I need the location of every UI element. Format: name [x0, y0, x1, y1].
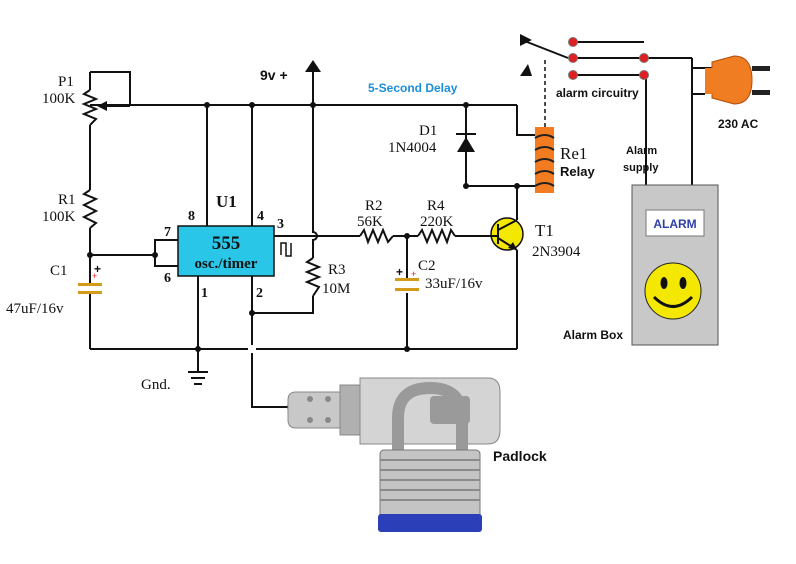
label-relay: Relay: [560, 164, 595, 179]
label-r3: R3: [328, 262, 346, 278]
label-r1: R1: [58, 192, 76, 208]
label-gnd: Gnd.: [141, 377, 171, 393]
relay-switch: [520, 34, 649, 80]
relay-coil: [534, 127, 555, 193]
ground-icon: [188, 371, 208, 385]
label-re1: Re1: [560, 144, 587, 163]
label-alarm-circuitry: alarm circuitry: [556, 86, 639, 100]
label-r4-value: 220K: [420, 214, 454, 230]
label-c1: C1: [50, 263, 68, 279]
chip-label-osc: osc./timer: [195, 256, 258, 272]
plug-icon: [705, 55, 770, 105]
label-p1: P1: [58, 74, 74, 90]
label-r2-value: 56K: [357, 214, 383, 230]
chip-label-555: 555: [212, 233, 241, 254]
potentiometer-p1: [81, 89, 130, 126]
label-padlock: Padlock: [493, 448, 547, 464]
label-t1-value: 2N3904: [532, 244, 581, 260]
label-supply: 9v +: [260, 67, 288, 83]
svg-text:+: +: [92, 271, 97, 281]
labels: P1 100K R1 100K C1 47uF/16v + U1 8 4 3 7…: [6, 67, 759, 464]
label-r2: R2: [365, 198, 383, 214]
label-c2-value: 33uF/16v: [425, 276, 483, 292]
pin-6: 6: [164, 271, 171, 286]
c1-plus: +: [94, 262, 101, 276]
transistor-t1: [490, 217, 524, 251]
smiley-icon: [644, 262, 702, 320]
label-c1-value: 47uF/16v: [6, 301, 64, 317]
pin-4: 4: [257, 209, 264, 224]
chip-555: 555 osc./timer: [177, 225, 292, 277]
label-alarm-supply-2: supply: [623, 162, 659, 174]
label-d1-value: 1N4004: [388, 140, 437, 156]
resistor-r4: [417, 227, 456, 245]
resistor-r2: [359, 227, 394, 245]
label-r1-value: 100K: [42, 209, 76, 225]
c2-plus: +: [396, 265, 403, 279]
alarm-box: ALARM: [631, 184, 719, 346]
pin-2: 2: [256, 286, 263, 301]
svg-text:+: +: [411, 269, 416, 279]
pin-8: 8: [188, 209, 195, 224]
diode-d1: [456, 130, 476, 152]
label-alarm-box: Alarm Box: [563, 328, 623, 342]
resistor-r1: [81, 189, 99, 229]
padlock-icon: [287, 377, 501, 532]
label-c2: C2: [418, 258, 436, 274]
supply-arrow: [305, 60, 321, 72]
label-p1-value: 100K: [42, 91, 76, 107]
pin-7: 7: [164, 225, 171, 240]
label-ac: 230 AC: [718, 117, 759, 131]
wires: [89, 41, 712, 408]
pin-3: 3: [277, 217, 284, 232]
label-r4: R4: [427, 198, 445, 214]
label-d1: D1: [419, 123, 437, 139]
junction-dots: [87, 102, 520, 352]
label-alarm-supply-1: Alarm: [626, 145, 657, 157]
alarm-badge-label: ALARM: [653, 217, 696, 231]
capacitor-c1: +: [78, 271, 102, 300]
label-delay: 5-Second Delay: [368, 81, 458, 95]
capacitor-c2: +: [395, 269, 419, 291]
label-t1: T1: [535, 221, 554, 240]
resistor-r3: [304, 257, 322, 297]
label-r3-value: 10M: [322, 281, 350, 297]
label-u1: U1: [216, 192, 237, 211]
pin-1: 1: [201, 286, 208, 301]
